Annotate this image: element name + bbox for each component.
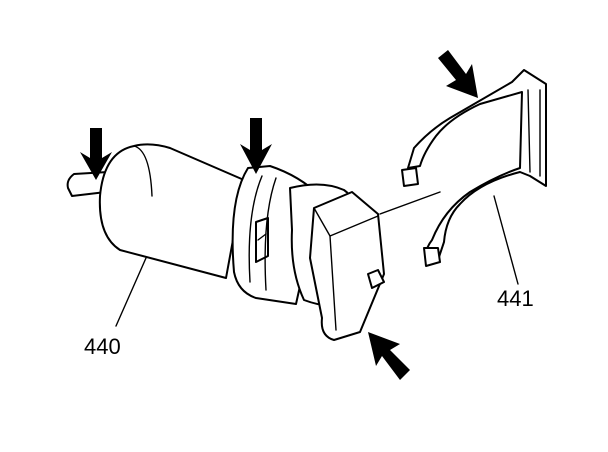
motor-shaft — [66, 171, 109, 197]
thick-black-arrow-icon — [438, 50, 478, 98]
assembly-guide-line — [379, 191, 441, 215]
bracket-inner-edge — [527, 89, 541, 177]
arrow-up-left-connector-icon — [368, 332, 410, 380]
callout-label-441: 441 — [497, 286, 534, 311]
motor-connector-top — [329, 215, 379, 237]
motor-body — [98, 143, 245, 279]
bracket-lower-tab — [423, 247, 441, 267]
bracket-upper-tab — [401, 167, 419, 187]
bracket-outline — [407, 69, 547, 263]
motor-collar-window-detail — [257, 233, 267, 241]
motor-assembly — [66, 143, 441, 341]
motor-collar-groove — [264, 177, 277, 291]
motor-end-cap — [133, 145, 153, 197]
leader-line-440 — [115, 257, 147, 327]
arrow-down-collar-icon — [240, 118, 272, 174]
thick-black-arrow-icon — [80, 128, 112, 180]
mounting-bracket — [401, 69, 547, 267]
motor-collar-window — [255, 217, 269, 263]
motor-connector — [309, 191, 385, 341]
leader-line-441 — [493, 195, 519, 285]
thick-black-arrow-icon — [368, 332, 410, 380]
motor-terminal-tab — [367, 269, 385, 289]
arrow-down-right-bracket-icon — [438, 50, 478, 98]
motor-collar-inner — [248, 175, 263, 283]
callout-label-440: 440 — [84, 334, 121, 359]
arrow-down-shaft-icon — [80, 128, 112, 180]
thick-black-arrow-icon — [240, 118, 272, 174]
